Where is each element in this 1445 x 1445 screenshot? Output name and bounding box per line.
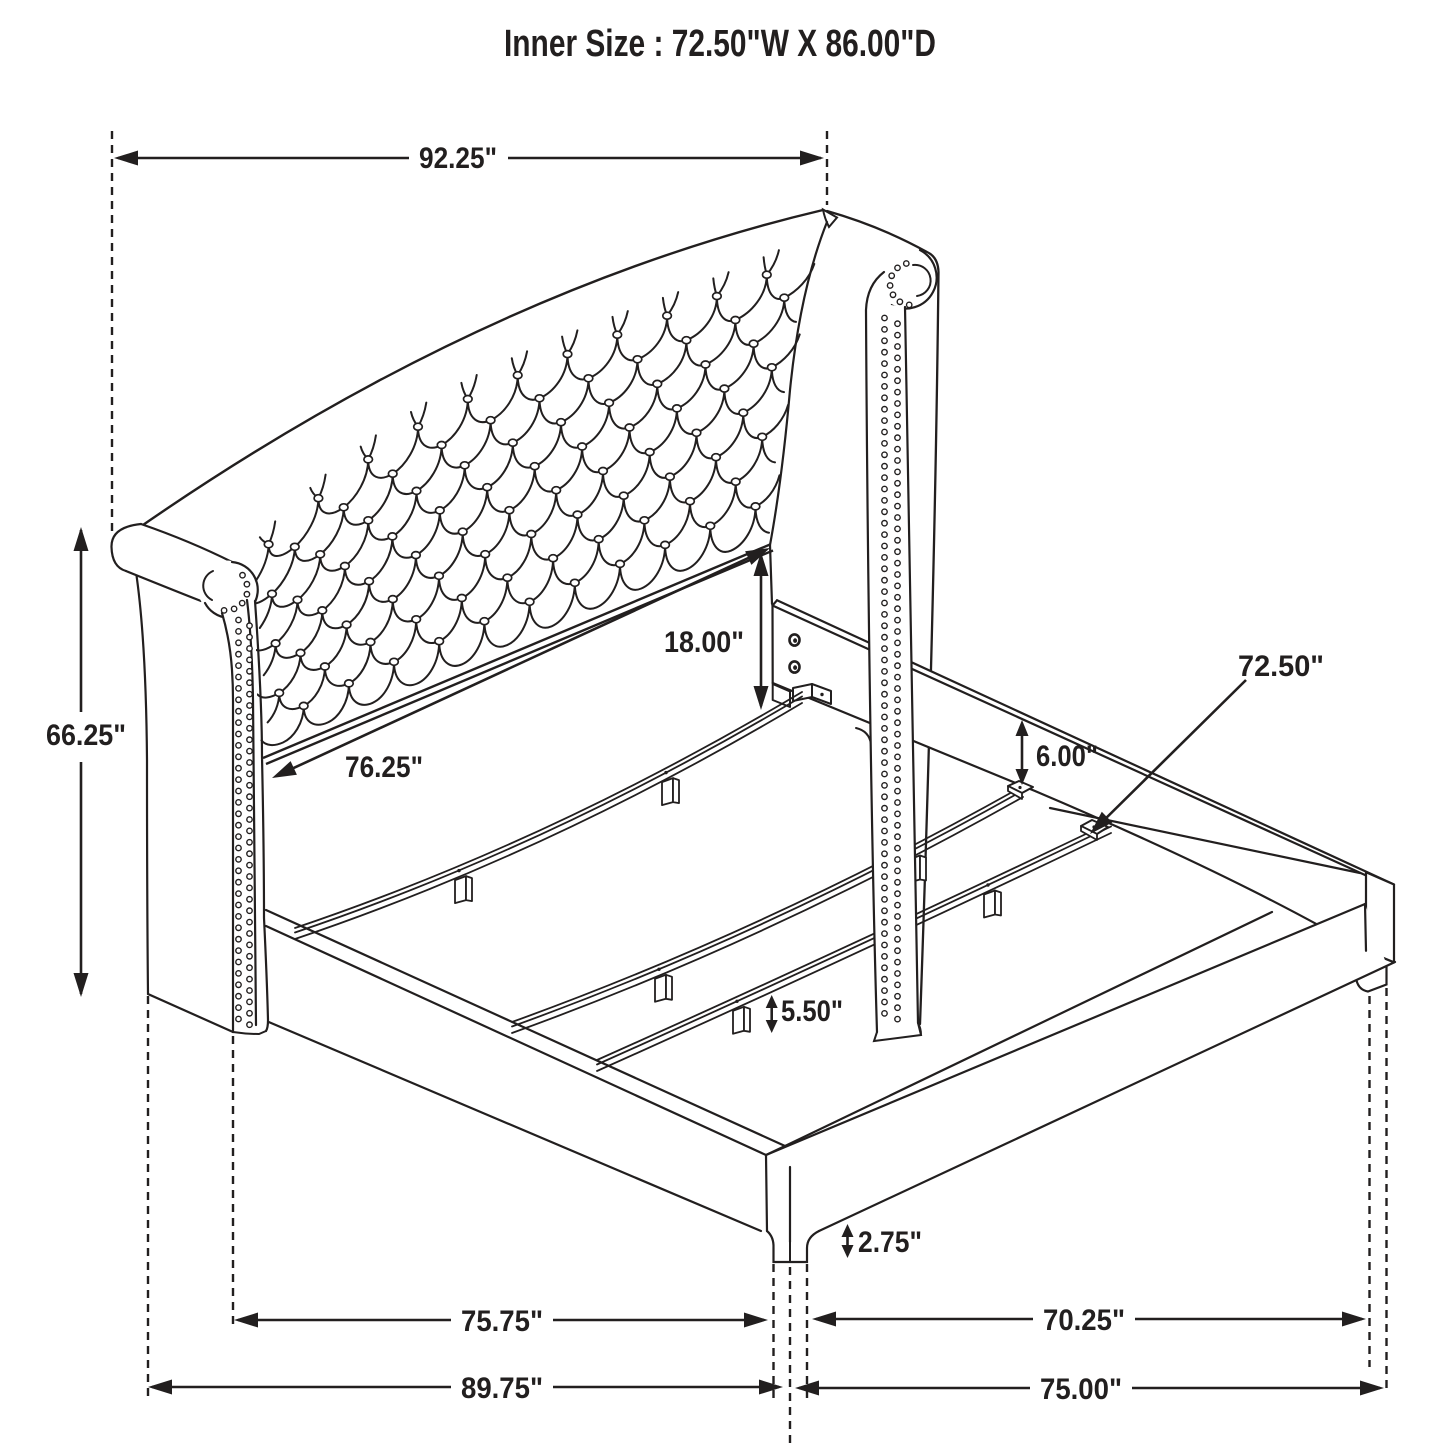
svg-text:89.75": 89.75" bbox=[461, 1372, 543, 1405]
svg-text:66.25": 66.25" bbox=[46, 719, 126, 752]
svg-text:72.50": 72.50" bbox=[1238, 650, 1324, 683]
svg-text:5.50": 5.50" bbox=[781, 995, 843, 1028]
svg-text:Inner Size : 72.50"W X 86.00"D: Inner Size : 72.50"W X 86.00"D bbox=[504, 23, 936, 65]
svg-text:2.75": 2.75" bbox=[858, 1226, 922, 1259]
svg-text:75.00": 75.00" bbox=[1040, 1373, 1122, 1406]
svg-text:6.00": 6.00" bbox=[1036, 740, 1098, 773]
svg-text:75.75": 75.75" bbox=[461, 1305, 543, 1338]
svg-text:76.25": 76.25" bbox=[345, 751, 423, 784]
svg-text:70.25": 70.25" bbox=[1043, 1304, 1125, 1337]
svg-text:92.25": 92.25" bbox=[419, 142, 497, 175]
svg-text:18.00": 18.00" bbox=[664, 626, 744, 659]
